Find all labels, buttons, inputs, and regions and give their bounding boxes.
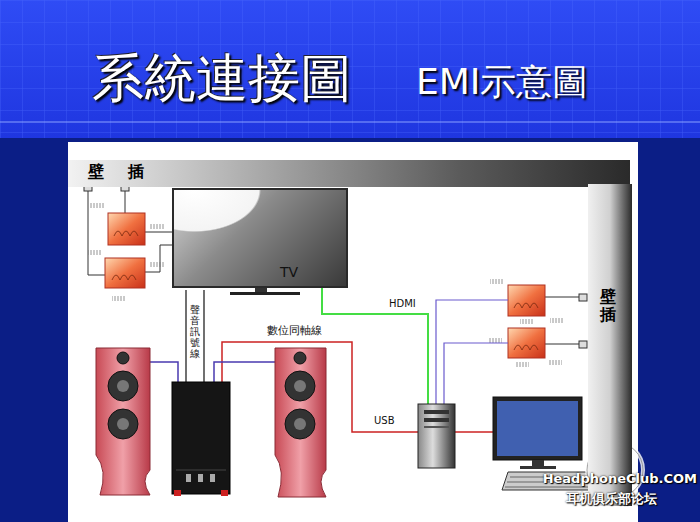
wire-label: HDMI (388, 298, 417, 309)
node-label: 壁 插 (600, 288, 616, 323)
node-label: TV (280, 264, 298, 280)
wall-outlet-band: 壁 插 (588, 184, 632, 506)
slide-title: 系統連接圖 (92, 44, 352, 114)
wire-label: USB (373, 415, 396, 426)
wire-label: 聲音訊號線 (189, 304, 201, 359)
node-label: 壁 插 (88, 162, 144, 183)
watermark: HeadphoneClub.COM (543, 471, 697, 486)
watermark: 耳机俱乐部论坛 (566, 490, 657, 508)
wire-label: 數位同軸線 (266, 323, 323, 338)
tv-screen: TV (172, 188, 348, 288)
wall-outlet-band: 壁 插 (68, 160, 630, 187)
slide-subtitle: EMI示意圖 (416, 58, 588, 107)
